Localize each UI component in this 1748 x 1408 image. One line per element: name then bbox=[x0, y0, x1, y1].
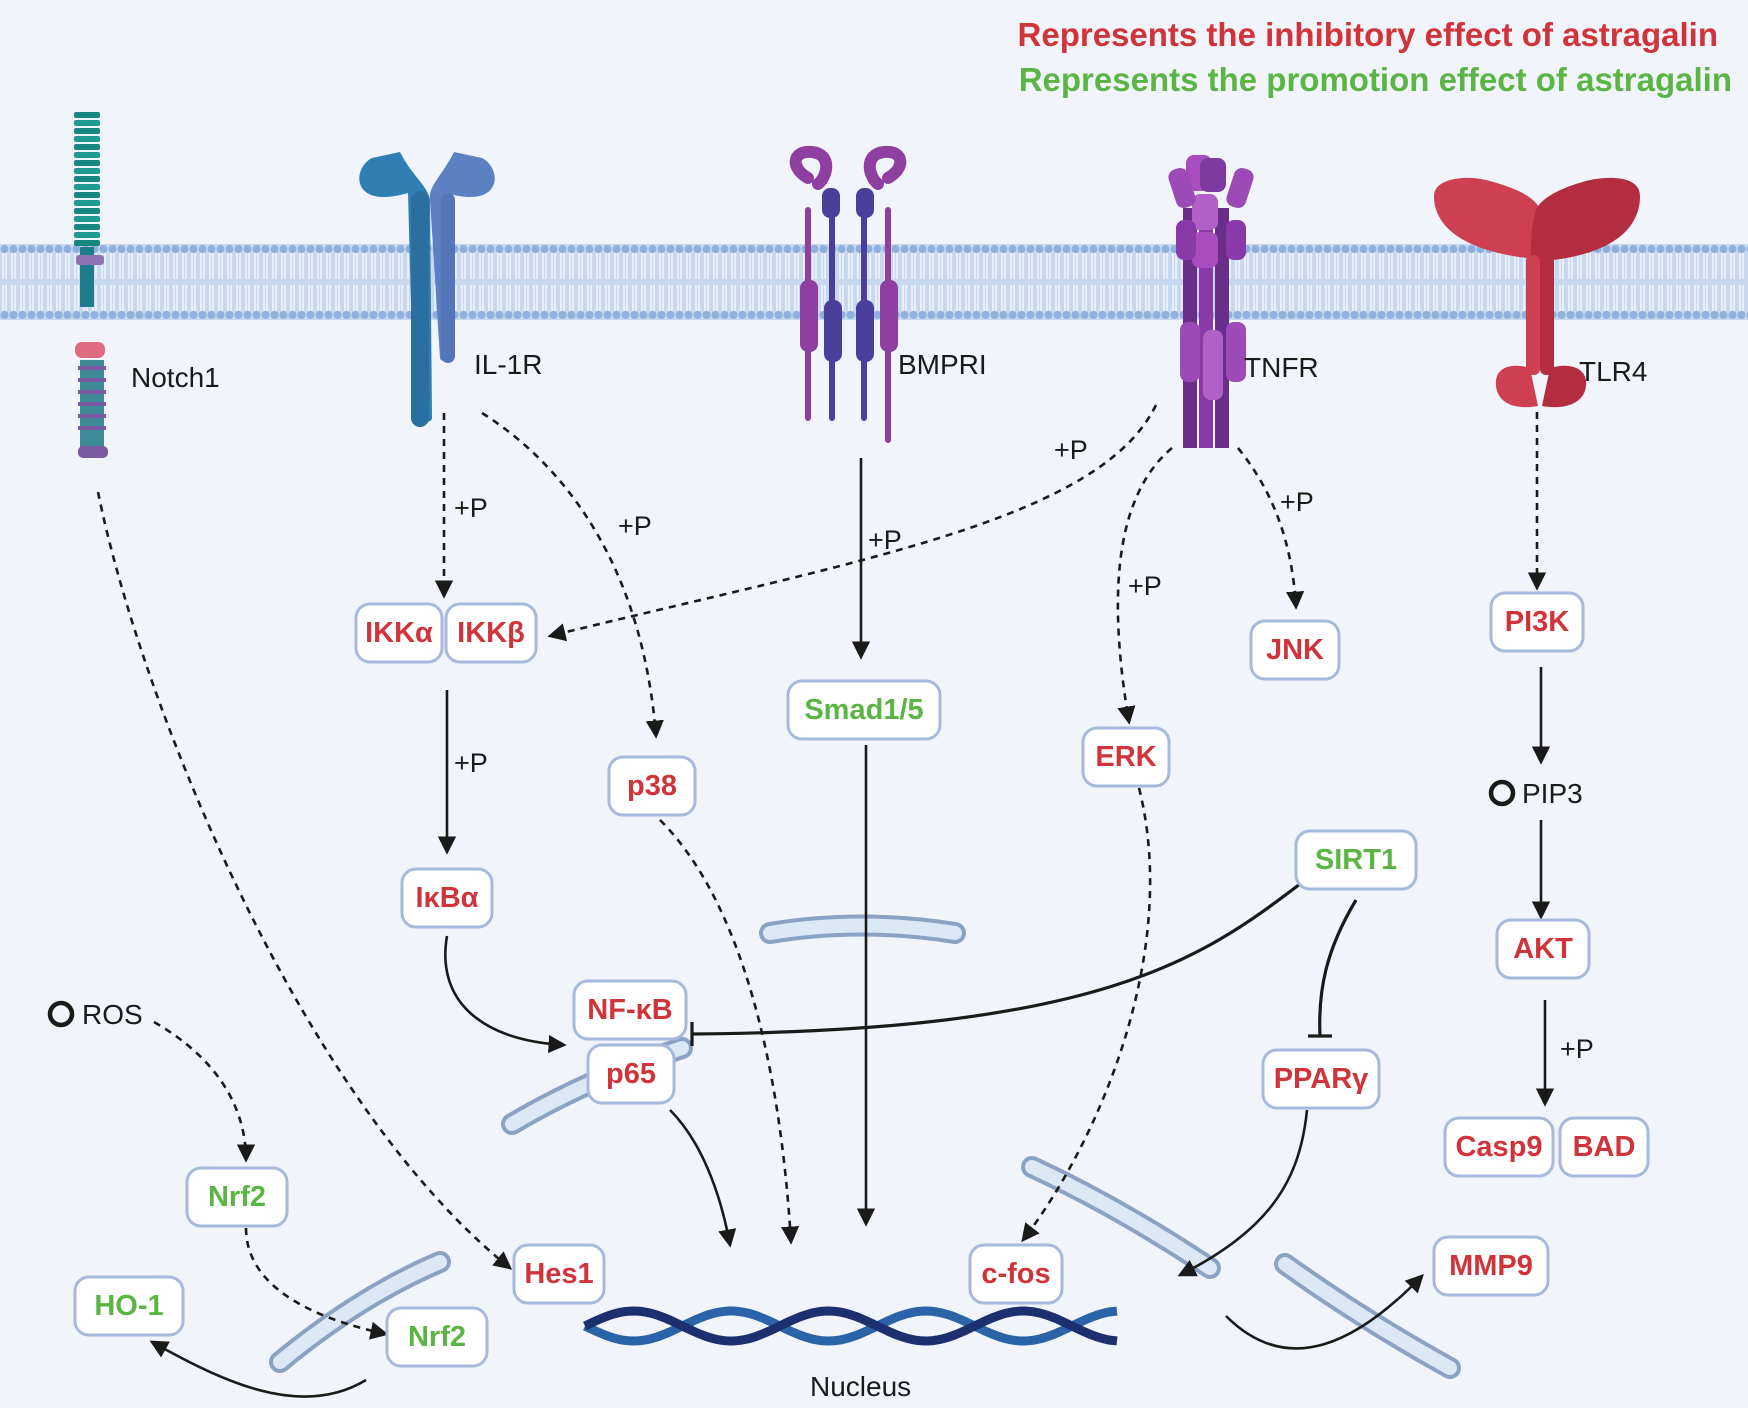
node-hes1: Hes1 bbox=[512, 1243, 606, 1305]
arrow-erk-cfos bbox=[1021, 787, 1152, 1243]
arrow-p38-nucleus bbox=[659, 819, 800, 1245]
svg-text:MMP9: MMP9 bbox=[1449, 1250, 1533, 1282]
svg-text:SIRT1: SIRT1 bbox=[1315, 844, 1397, 876]
legend-promotion: Represents the promotion effect of astra… bbox=[1019, 61, 1732, 98]
node-pparg: PPARγ bbox=[1261, 1048, 1381, 1110]
inhibit-sirt1-nfkb bbox=[691, 882, 1301, 1036]
node-mmp9: MMP9 bbox=[1432, 1235, 1550, 1297]
label-il1r: IL-1R bbox=[474, 349, 542, 380]
arrow-nrf2-nucleus bbox=[244, 1227, 389, 1340]
arrow-nrf2-ho1 bbox=[149, 1340, 367, 1398]
svg-text:p65: p65 bbox=[606, 1058, 656, 1090]
label-ros: ROS bbox=[82, 999, 143, 1030]
label-tnfr: TNFR bbox=[1244, 352, 1319, 383]
p-label-8: +P bbox=[1560, 1034, 1594, 1064]
svg-text:Smad1/5: Smad1/5 bbox=[804, 694, 923, 726]
node-nfkb: NF-κB bbox=[572, 979, 688, 1041]
cell-membrane bbox=[0, 244, 1748, 320]
svg-text:Casp9: Casp9 bbox=[1455, 1131, 1542, 1163]
svg-text:IKKβ: IKKβ bbox=[457, 617, 525, 649]
node-jnk: JNK bbox=[1249, 619, 1341, 681]
notch1-receptor-icon bbox=[74, 112, 108, 458]
svg-text:IKKα: IKKα bbox=[365, 617, 433, 649]
legend-inhibitory: Represents the inhibitory effect of astr… bbox=[1018, 16, 1718, 53]
il1r-receptor-icon bbox=[359, 152, 495, 427]
node-ikkb: IKKβ bbox=[444, 602, 538, 664]
pip3-molecule-icon bbox=[1488, 779, 1516, 807]
svg-text:AKT: AKT bbox=[1513, 933, 1573, 965]
node-p65: p65 bbox=[586, 1043, 676, 1105]
p-label-5: +P bbox=[1128, 571, 1162, 601]
node-bad: BAD bbox=[1558, 1116, 1650, 1178]
tnfr-receptor-icon bbox=[1168, 155, 1254, 448]
svg-text:c-fos: c-fos bbox=[981, 1258, 1050, 1290]
svg-text:Hes1: Hes1 bbox=[524, 1258, 593, 1290]
svg-text:Nrf2: Nrf2 bbox=[408, 1321, 466, 1353]
arrow-tnfr-ikk bbox=[547, 404, 1158, 642]
p-label-6: +P bbox=[1280, 487, 1314, 517]
arrow-notch1-hes1 bbox=[96, 491, 513, 1270]
arrow-p65-nucleus bbox=[669, 1109, 737, 1248]
node-ikka: IKKα bbox=[354, 602, 444, 664]
p-label-3: +P bbox=[868, 525, 902, 555]
node-ikba: IκBα bbox=[400, 867, 494, 929]
ros-molecule-icon bbox=[47, 1000, 75, 1028]
phospho-labels: +P +P +P +P +P +P +P +P bbox=[454, 435, 1594, 1064]
svg-text:IκBα: IκBα bbox=[416, 882, 479, 914]
node-p38: p38 bbox=[607, 755, 697, 817]
svg-text:HO-1: HO-1 bbox=[94, 1290, 163, 1322]
label-tlr4: TLR4 bbox=[1579, 356, 1647, 387]
p-label-1: +P bbox=[454, 493, 488, 523]
label-notch1: Notch1 bbox=[131, 362, 220, 393]
svg-text:JNK: JNK bbox=[1266, 634, 1324, 666]
inhibit-sirt1-pparg bbox=[1318, 899, 1358, 1037]
node-cfos: c-fos bbox=[968, 1243, 1064, 1305]
label-nucleus: Nucleus bbox=[810, 1371, 911, 1402]
svg-text:PPARγ: PPARγ bbox=[1274, 1063, 1369, 1095]
p-label-4: +P bbox=[1054, 435, 1088, 465]
arrow-ros-nrf2 bbox=[153, 1020, 256, 1163]
arrow-tnfr-jnk bbox=[1236, 447, 1305, 610]
pathway-arrows bbox=[96, 404, 1555, 1398]
node-nrf2-nuc: Nrf2 bbox=[385, 1306, 489, 1368]
node-akt: AKT bbox=[1495, 918, 1591, 980]
node-sirt1: SIRT1 bbox=[1294, 829, 1418, 891]
node-ho1: HO-1 bbox=[73, 1275, 185, 1337]
node-smad15: Smad1/5 bbox=[786, 679, 942, 741]
label-pip3: PIP3 bbox=[1522, 778, 1583, 809]
tlr4-receptor-icon bbox=[1434, 177, 1640, 408]
svg-text:Nrf2: Nrf2 bbox=[208, 1181, 266, 1213]
svg-text:p38: p38 bbox=[627, 770, 677, 802]
node-pi3k: PI3K bbox=[1489, 591, 1585, 653]
node-casp9: Casp9 bbox=[1443, 1116, 1555, 1178]
arrow-ikba-nfkb bbox=[444, 935, 567, 1054]
arrow-tnfr-erk bbox=[1116, 447, 1173, 725]
dna-helix-icon bbox=[583, 1306, 1118, 1346]
arrow-il1r-p38 bbox=[481, 411, 664, 739]
svg-text:PI3K: PI3K bbox=[1505, 606, 1570, 638]
p-label-2: +P bbox=[618, 511, 652, 541]
node-erk: ERK bbox=[1081, 726, 1171, 788]
svg-text:NF-κB: NF-κB bbox=[587, 994, 672, 1026]
bmpri-receptor-icon bbox=[789, 145, 907, 443]
arrow-nucleus-mmp9 bbox=[1225, 1274, 1424, 1350]
p-label-7: +P bbox=[454, 748, 488, 778]
arrow-pparg-nucleus bbox=[1177, 1109, 1309, 1277]
svg-text:ERK: ERK bbox=[1095, 741, 1156, 773]
label-bmpri: BMPRI bbox=[898, 349, 987, 380]
node-nrf2-cyto: Nrf2 bbox=[185, 1166, 289, 1228]
svg-text:BAD: BAD bbox=[1573, 1131, 1636, 1163]
